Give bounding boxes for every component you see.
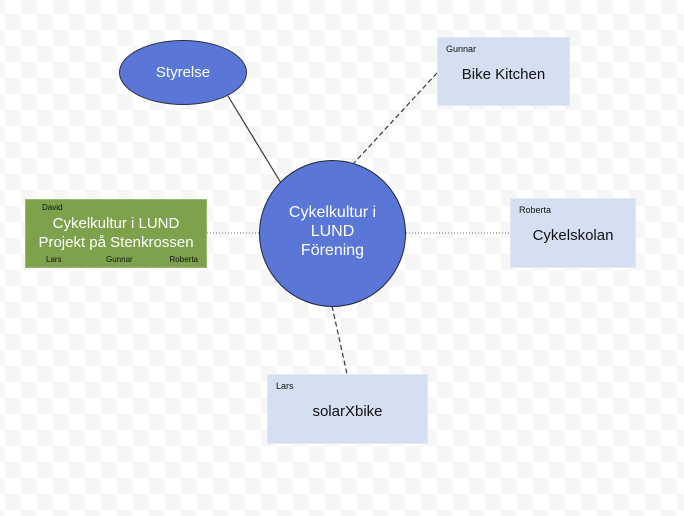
main-project-owner: David: [42, 203, 63, 212]
project-title: solarXbike: [312, 403, 383, 420]
main-project-title-line: Cykelkultur i LUND: [52, 215, 180, 232]
project-bike-kitchen[interactable]: Gunnar Bike Kitchen: [437, 37, 570, 106]
styrelse-label: Styrelse: [155, 64, 211, 81]
connector-styrelse: [227, 95, 282, 184]
center-label-line: LUND: [310, 223, 355, 240]
center-label: Cykelkultur i LUND Förening: [278, 203, 388, 260]
center-node[interactable]: Cykelkultur i LUND Förening: [259, 160, 406, 307]
project-cykelskolan[interactable]: Roberta Cykelskolan: [510, 198, 636, 268]
main-project-member: Lars: [46, 255, 62, 264]
main-project-member: Gunnar: [106, 255, 133, 264]
styrelse-node[interactable]: Styrelse: [119, 40, 247, 105]
project-title: Bike Kitchen: [461, 66, 546, 83]
project-owner: Roberta: [519, 205, 552, 215]
project-owner: Lars: [276, 381, 294, 391]
project-solarxbike[interactable]: Lars solarXbike: [267, 374, 428, 444]
project-title: Cykelskolan: [532, 227, 614, 244]
connector-bike-kitchen: [353, 72, 438, 164]
connector-solarxbike: [331, 305, 348, 375]
main-project-node[interactable]: David Cykelkultur i LUND Projekt på Sten…: [25, 199, 207, 268]
project-owner: Gunnar: [446, 44, 477, 54]
main-project-title-line: Projekt på Stenkrossen: [38, 234, 194, 251]
center-label-line: Cykelkultur i: [288, 204, 377, 221]
main-project-member: Roberta: [169, 255, 198, 264]
center-label-line: Förening: [300, 242, 365, 259]
